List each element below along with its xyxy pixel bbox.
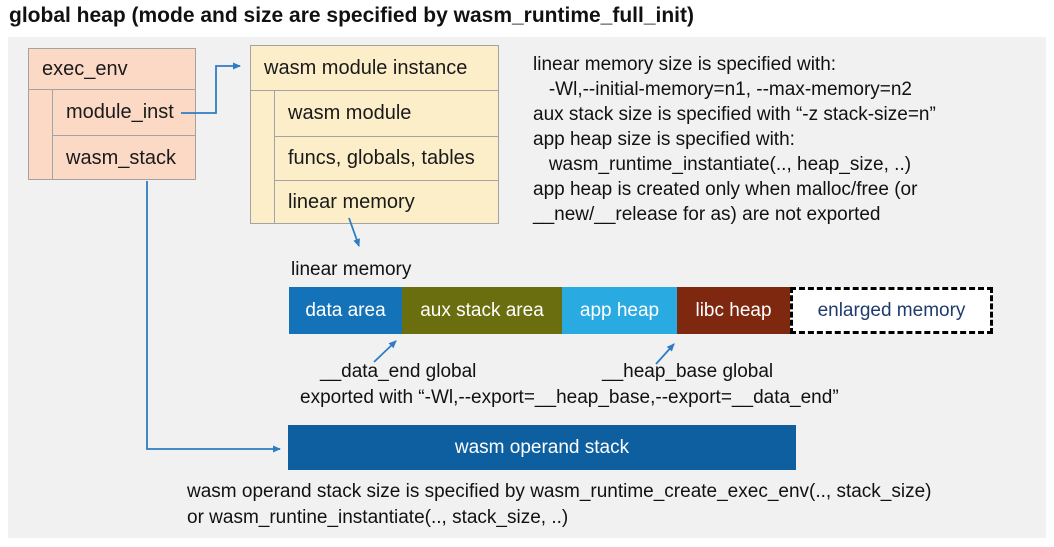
note-line: wasm operand stack size is specified by … xyxy=(187,481,932,502)
heap-base-global-label: __heap_base global xyxy=(602,361,774,382)
exec-env-indent-strip xyxy=(29,89,53,179)
note-line: linear memory size is specified with: xyxy=(533,54,837,75)
linear-memory-segment-aux-stack-area: aux stack area xyxy=(402,287,562,334)
module-instance-row-linear-memory: linear memory xyxy=(288,191,415,213)
memory-size-notes: linear memory size is specified with: -W… xyxy=(533,52,936,227)
linear-memory-segment-enlarged-memory: enlarged memory xyxy=(790,287,993,334)
note-line: -Wl,--initial-memory=n1, --max-memory=n2 xyxy=(533,79,912,100)
data-end-global-label: __data_end global xyxy=(320,361,477,382)
exec-env-header: exec_env xyxy=(29,49,195,90)
operand-stack-size-notes: wasm operand stack size is specified by … xyxy=(187,479,932,531)
diagram-title: global heap (mode and size are specified… xyxy=(9,4,695,27)
exec-env-row-module-inst: module_inst xyxy=(53,90,195,136)
note-line: aux stack size is specified with “-z sta… xyxy=(533,104,936,125)
note-line: wasm_runtime_instantiate(.., heap_size, … xyxy=(533,154,912,175)
note-line: __new/__release for as) are not exported xyxy=(533,204,881,225)
module-instance-row-funcs-globals-tables: funcs, globals, tables xyxy=(275,137,498,181)
linear-memory-label: linear memory xyxy=(291,259,412,280)
export-flags-note: exported with “-Wl,--export=__heap_base,… xyxy=(300,387,839,408)
module-instance-row-wasm-module: wasm module xyxy=(275,91,498,137)
exec-env-row-wasm-stack: wasm_stack xyxy=(66,146,177,169)
wasm-module-instance-indent-strip xyxy=(251,90,275,223)
linear-memory-segment-libc-heap: libc heap xyxy=(677,287,790,334)
wasm-module-instance-box: wasm module instance wasm module funcs, … xyxy=(250,45,499,224)
note-line: app heap size is specified with: xyxy=(533,129,795,150)
note-line: or wasm_runtine_instantiate(.., stack_si… xyxy=(187,507,569,528)
wasm-operand-stack-box: wasm operand stack xyxy=(288,425,796,470)
linear-memory-segment-data-area: data area xyxy=(289,287,402,334)
linear-memory-segment-app-heap: app heap xyxy=(562,287,677,334)
exec-env-box: exec_env module_inst wasm_stack xyxy=(28,48,196,180)
wasm-module-instance-header: wasm module instance xyxy=(251,46,498,91)
note-line: app heap is created only when malloc/fre… xyxy=(533,179,918,200)
